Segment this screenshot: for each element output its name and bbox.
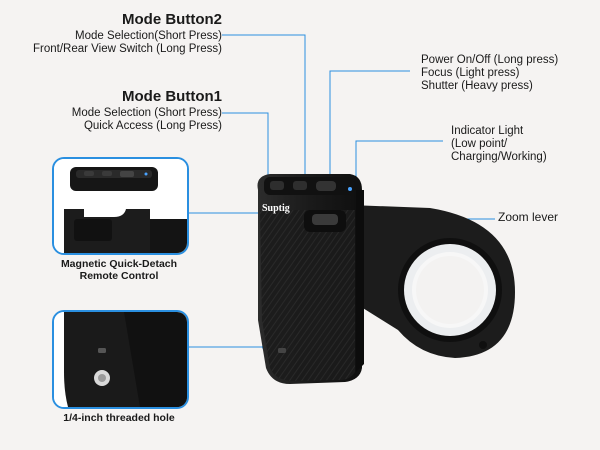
grip-body <box>257 174 364 384</box>
indicator-desc-1: Indicator Light <box>451 125 524 137</box>
indicator-desc-3: Charging/Working) <box>451 151 547 163</box>
magnetic-ring-arm <box>350 205 515 358</box>
power-desc-2: Focus (Light press) <box>421 67 520 79</box>
power-desc-1: Power On/Off (Long press) <box>421 54 559 66</box>
leader-power <box>329 70 410 189</box>
mode-button2-desc-2: Front/Rear View Switch (Long Press) <box>33 43 222 55</box>
remote-control-inset <box>52 157 189 255</box>
leader-mode-button1 <box>222 112 269 185</box>
thread-caption: 1/4-inch threaded hole <box>63 412 175 424</box>
leader-mode-button2 <box>222 34 306 185</box>
remote-caption-2: Remote Control <box>79 270 159 282</box>
mode-button2-desc-1: Mode Selection(Short Press) <box>74 30 222 42</box>
mode-button1-desc-1: Mode Selection (Short Press) <box>71 107 222 119</box>
remote-control-illustration <box>54 159 187 253</box>
threaded-hole-inset <box>52 310 189 409</box>
mode-button2-title: Mode Button2 <box>122 11 222 28</box>
mode-button1-desc-2: Quick Access (Long Press) <box>83 120 222 132</box>
threaded-hole-illustration <box>54 312 187 407</box>
top-buttons <box>264 177 354 195</box>
bottom-slot <box>278 348 286 353</box>
zoom-lever <box>304 210 346 232</box>
mode-button1-title: Mode Button1 <box>122 88 222 105</box>
remote-caption-1: Magnetic Quick-Detach <box>60 258 178 270</box>
zoom-lever-label: Zoom lever <box>498 210 559 224</box>
brand-logo: Suptig <box>262 203 290 214</box>
indicator-desc-2: (Low point/ <box>451 138 508 150</box>
leader-indicator <box>355 140 443 190</box>
power-desc-3: Shutter (Heavy press) <box>421 80 533 92</box>
